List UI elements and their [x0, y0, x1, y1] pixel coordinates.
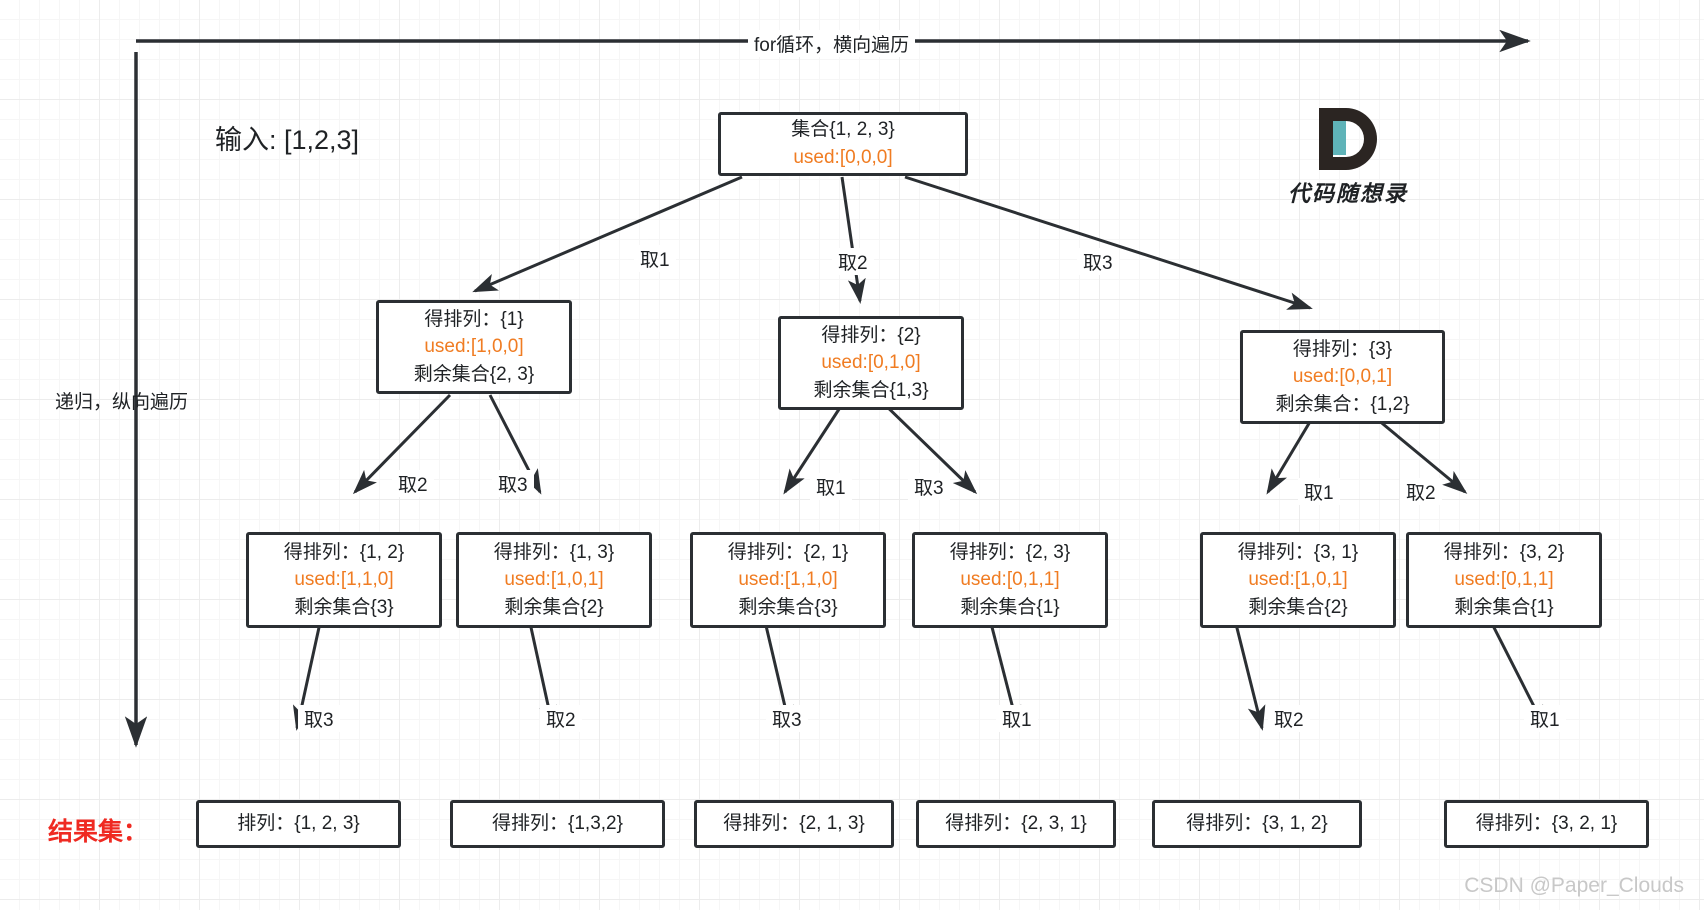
edge-label-l3-2: 取2	[540, 705, 582, 732]
result-line: 得排列：{3, 2, 1}	[1475, 813, 1618, 835]
node-line-remain: 剩余集合{1}	[960, 596, 1060, 618]
node-line-used: used:[0,0,0]	[793, 147, 893, 168]
tree-node-l3-5[interactable]: 得排列：{3, 1} used:[1,0,1] 剩余集合{2}	[1200, 532, 1396, 628]
node-line-remain: 剩余集合{2}	[1248, 596, 1348, 618]
edge-label-l2-1: 取2	[392, 470, 434, 497]
tree-node-root[interactable]: 集合{1, 2, 3} used:[0,0,0]	[718, 112, 968, 176]
brand-logo: 代码随想录	[1288, 108, 1408, 208]
logo-d-icon	[1319, 108, 1377, 170]
node-line-perm: 得排列：{1, 2}	[283, 541, 405, 563]
node-line-used: used:[1,0,1]	[1248, 569, 1348, 591]
result-line: 得排列：{2, 3, 1}	[945, 813, 1087, 835]
node-line-set: 集合{1, 2, 3}	[791, 119, 895, 141]
node-line-remain: 剩余集合{3}	[738, 596, 838, 618]
node-line-remain: 剩余集合{1}	[1454, 596, 1554, 618]
node-line-perm: 得排列：{2, 1}	[727, 541, 849, 563]
node-line-perm: 得排列：{2, 3}	[949, 541, 1071, 563]
result-set-label: 结果集：	[48, 818, 149, 846]
watermark: CSDN @Paper_Clouds	[1464, 874, 1684, 897]
result-node-4[interactable]: 得排列：{2, 3, 1}	[916, 800, 1116, 848]
result-line: 得排列：{2, 1, 3}	[723, 813, 865, 835]
tree-node-l3-6[interactable]: 得排列：{3, 2} used:[0,1,1] 剩余集合{1}	[1406, 532, 1602, 628]
tree-node-l3-4[interactable]: 得排列：{2, 3} used:[0,1,1] 剩余集合{1}	[912, 532, 1108, 628]
node-line-used: used:[1,0,1]	[504, 569, 604, 591]
edge-label-l3-5: 取2	[1268, 705, 1310, 732]
input-label: 输入: [1,2,3]	[215, 125, 360, 155]
edge-label-l1-3: 取3	[1077, 248, 1119, 275]
node-line-perm: 得排列：{3}	[1292, 338, 1393, 360]
result-node-6[interactable]: 得排列：{3, 2, 1}	[1444, 800, 1649, 848]
result-line: 得排列：{1,3,2}	[492, 813, 623, 835]
node-line-remain: 剩余集合{3}	[294, 596, 394, 618]
edge-label-l3-1: 取3	[298, 705, 340, 732]
edge-label-l1-2: 取2	[832, 248, 874, 275]
edge-label-l2-4: 取3	[908, 473, 950, 500]
horizontal-axis-label: for循环，横向遍历	[748, 30, 916, 57]
node-line-remain: 剩余集合{2}	[504, 596, 604, 618]
node-line-used: used:[0,1,0]	[821, 352, 921, 374]
node-line-used: used:[1,0,0]	[424, 336, 524, 358]
tree-node-l3-1[interactable]: 得排列：{1, 2} used:[1,1,0] 剩余集合{3}	[246, 532, 442, 628]
edge-label-l3-6: 取1	[1524, 705, 1566, 732]
edge-label-l2-5: 取1	[1298, 478, 1340, 505]
node-line-remain: 剩余集合：{1,2}	[1275, 393, 1410, 415]
tree-node-l3-2[interactable]: 得排列：{1, 3} used:[1,0,1] 剩余集合{2}	[456, 532, 652, 628]
node-line-remain: 剩余集合{2, 3}	[413, 363, 535, 385]
tree-node-l2-2[interactable]: 得排列：{2} used:[0,1,0] 剩余集合{1,3}	[778, 316, 964, 410]
node-line-perm: 得排列：{3, 2}	[1443, 541, 1565, 563]
tree-node-l2-1[interactable]: 得排列：{1} used:[1,0,0] 剩余集合{2, 3}	[376, 300, 572, 394]
result-line: 得排列：{3, 1, 2}	[1186, 813, 1328, 835]
result-node-3[interactable]: 得排列：{2, 1, 3}	[694, 800, 894, 848]
edge-label-l2-6: 取2	[1400, 478, 1442, 505]
edge-label-l3-3: 取3	[766, 705, 808, 732]
edge-label-l2-3: 取1	[810, 473, 852, 500]
edge-label-l3-4: 取1	[996, 705, 1038, 732]
node-line-perm: 得排列：{2}	[821, 324, 921, 346]
node-line-used: used:[1,1,0]	[294, 569, 394, 591]
tree-node-l2-3[interactable]: 得排列：{3} used:[0,0,1] 剩余集合：{1,2}	[1240, 330, 1445, 424]
logo-text: 代码随想录	[1288, 181, 1409, 206]
result-node-5[interactable]: 得排列：{3, 1, 2}	[1152, 800, 1362, 848]
tree-node-l3-3[interactable]: 得排列：{2, 1} used:[1,1,0] 剩余集合{3}	[690, 532, 886, 628]
node-line-remain: 剩余集合{1,3}	[813, 379, 929, 401]
edge-label-l2-2: 取3	[492, 470, 534, 497]
node-line-used: used:[1,1,0]	[738, 569, 838, 591]
edge-label-l1-1: 取1	[634, 245, 676, 272]
result-line: 排列：{1, 2, 3}	[237, 813, 360, 835]
node-line-perm: 得排列：{1, 3}	[493, 541, 615, 563]
result-node-2[interactable]: 得排列：{1,3,2}	[450, 800, 665, 848]
vertical-axis-label: 递归，纵向遍历	[55, 392, 189, 413]
node-line-used: used:[0,1,1]	[1454, 569, 1554, 591]
result-node-1[interactable]: 排列：{1, 2, 3}	[196, 800, 401, 848]
node-line-perm: 得排列：{3, 1}	[1237, 541, 1359, 563]
node-line-used: used:[0,1,1]	[960, 569, 1060, 591]
node-line-used: used:[0,0,1]	[1292, 366, 1393, 388]
node-line-perm: 得排列：{1}	[424, 308, 524, 330]
